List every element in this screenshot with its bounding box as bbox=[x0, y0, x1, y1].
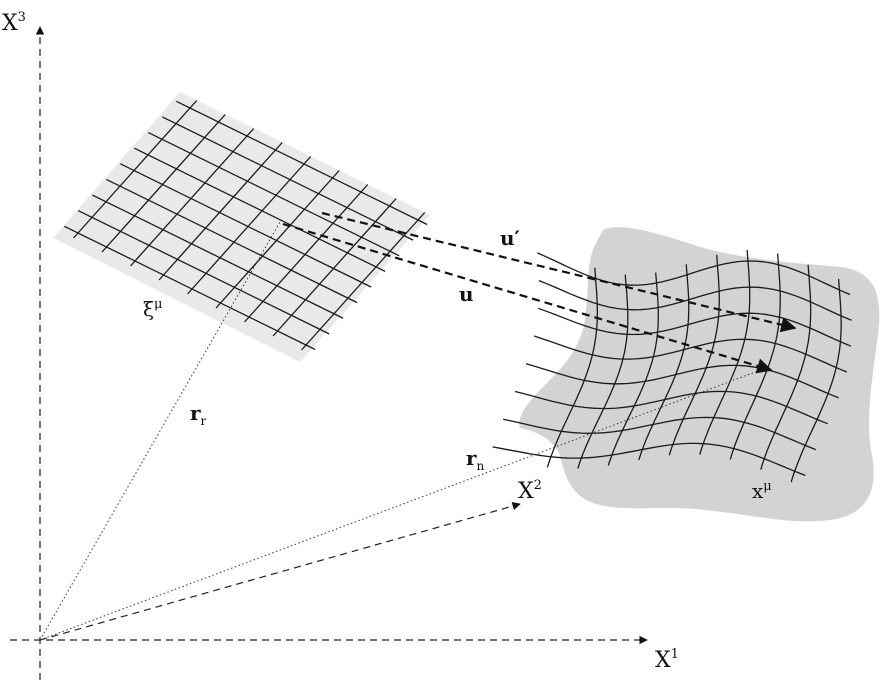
deformed-grid-column-curve bbox=[607, 272, 659, 466]
deformed-grid-row-curve bbox=[537, 252, 851, 296]
axis-x2-line bbox=[39, 502, 521, 641]
deformed-grid-column-curve bbox=[577, 274, 629, 469]
axis-x3-label: X3 bbox=[2, 10, 26, 36]
reference-grid-lines bbox=[64, 100, 428, 351]
vector-u-line bbox=[282, 222, 773, 374]
reference-grid-column-line bbox=[272, 198, 397, 337]
deformed-sheet-background bbox=[519, 227, 880, 522]
vector-r-r-line bbox=[39, 221, 281, 641]
reference-grid-column-line bbox=[244, 184, 369, 323]
deformed-grid-lines bbox=[492, 250, 852, 483]
deformed-grid-row-curve bbox=[492, 442, 806, 477]
reference-grid-column-line bbox=[187, 156, 312, 295]
deformed-grid-label: xμ bbox=[752, 479, 772, 503]
axis-x1-label: X1 bbox=[655, 647, 679, 673]
deformed-grid-row-curve bbox=[533, 335, 848, 373]
coordinate-axes bbox=[10, 26, 648, 680]
deformed-grid-column-curve bbox=[760, 264, 812, 470]
deformed-grid-column-curve bbox=[546, 267, 599, 468]
reference-sheet-background bbox=[53, 92, 430, 362]
deformed-grid-column-curve bbox=[699, 250, 751, 455]
deformed-grid-row-curve bbox=[502, 416, 817, 451]
reference-grid-column-line bbox=[101, 114, 226, 253]
reference-grid-column-line bbox=[73, 100, 198, 239]
reference-grid-column-line bbox=[301, 212, 426, 351]
vector-r-r-label: rr bbox=[190, 401, 207, 428]
reference-grid-column-line bbox=[130, 128, 255, 267]
vector-r-n-line bbox=[39, 367, 767, 641]
reference-sheet bbox=[53, 92, 430, 362]
axis-x2-label: X2 bbox=[518, 478, 542, 504]
deformed-grid-column-curve bbox=[790, 279, 842, 483]
displacement-vectors bbox=[282, 211, 797, 374]
reference-grid-label: ξμ bbox=[143, 297, 162, 321]
deformed-grid-row-curve bbox=[538, 279, 852, 321]
reference-grid-column-line bbox=[215, 170, 340, 309]
deformed-grid-row-curve bbox=[514, 390, 828, 425]
vector-u-label: u bbox=[459, 282, 474, 306]
position-vectors bbox=[39, 221, 767, 641]
vector-r-n-label: rn bbox=[466, 446, 485, 473]
vector-u-prime-label: u′ bbox=[500, 226, 520, 250]
deformed-grid-column-curve bbox=[668, 254, 720, 456]
deformed-sheet bbox=[492, 227, 880, 522]
deformed-grid-column-curve bbox=[729, 253, 781, 460]
deformed-grid-row-curve bbox=[538, 307, 852, 347]
reference-grid-column-line bbox=[158, 142, 283, 281]
deformed-grid-column-curve bbox=[638, 264, 690, 461]
vector-u-prime-line bbox=[321, 211, 797, 333]
deformed-grid-row-curve bbox=[525, 363, 839, 399]
